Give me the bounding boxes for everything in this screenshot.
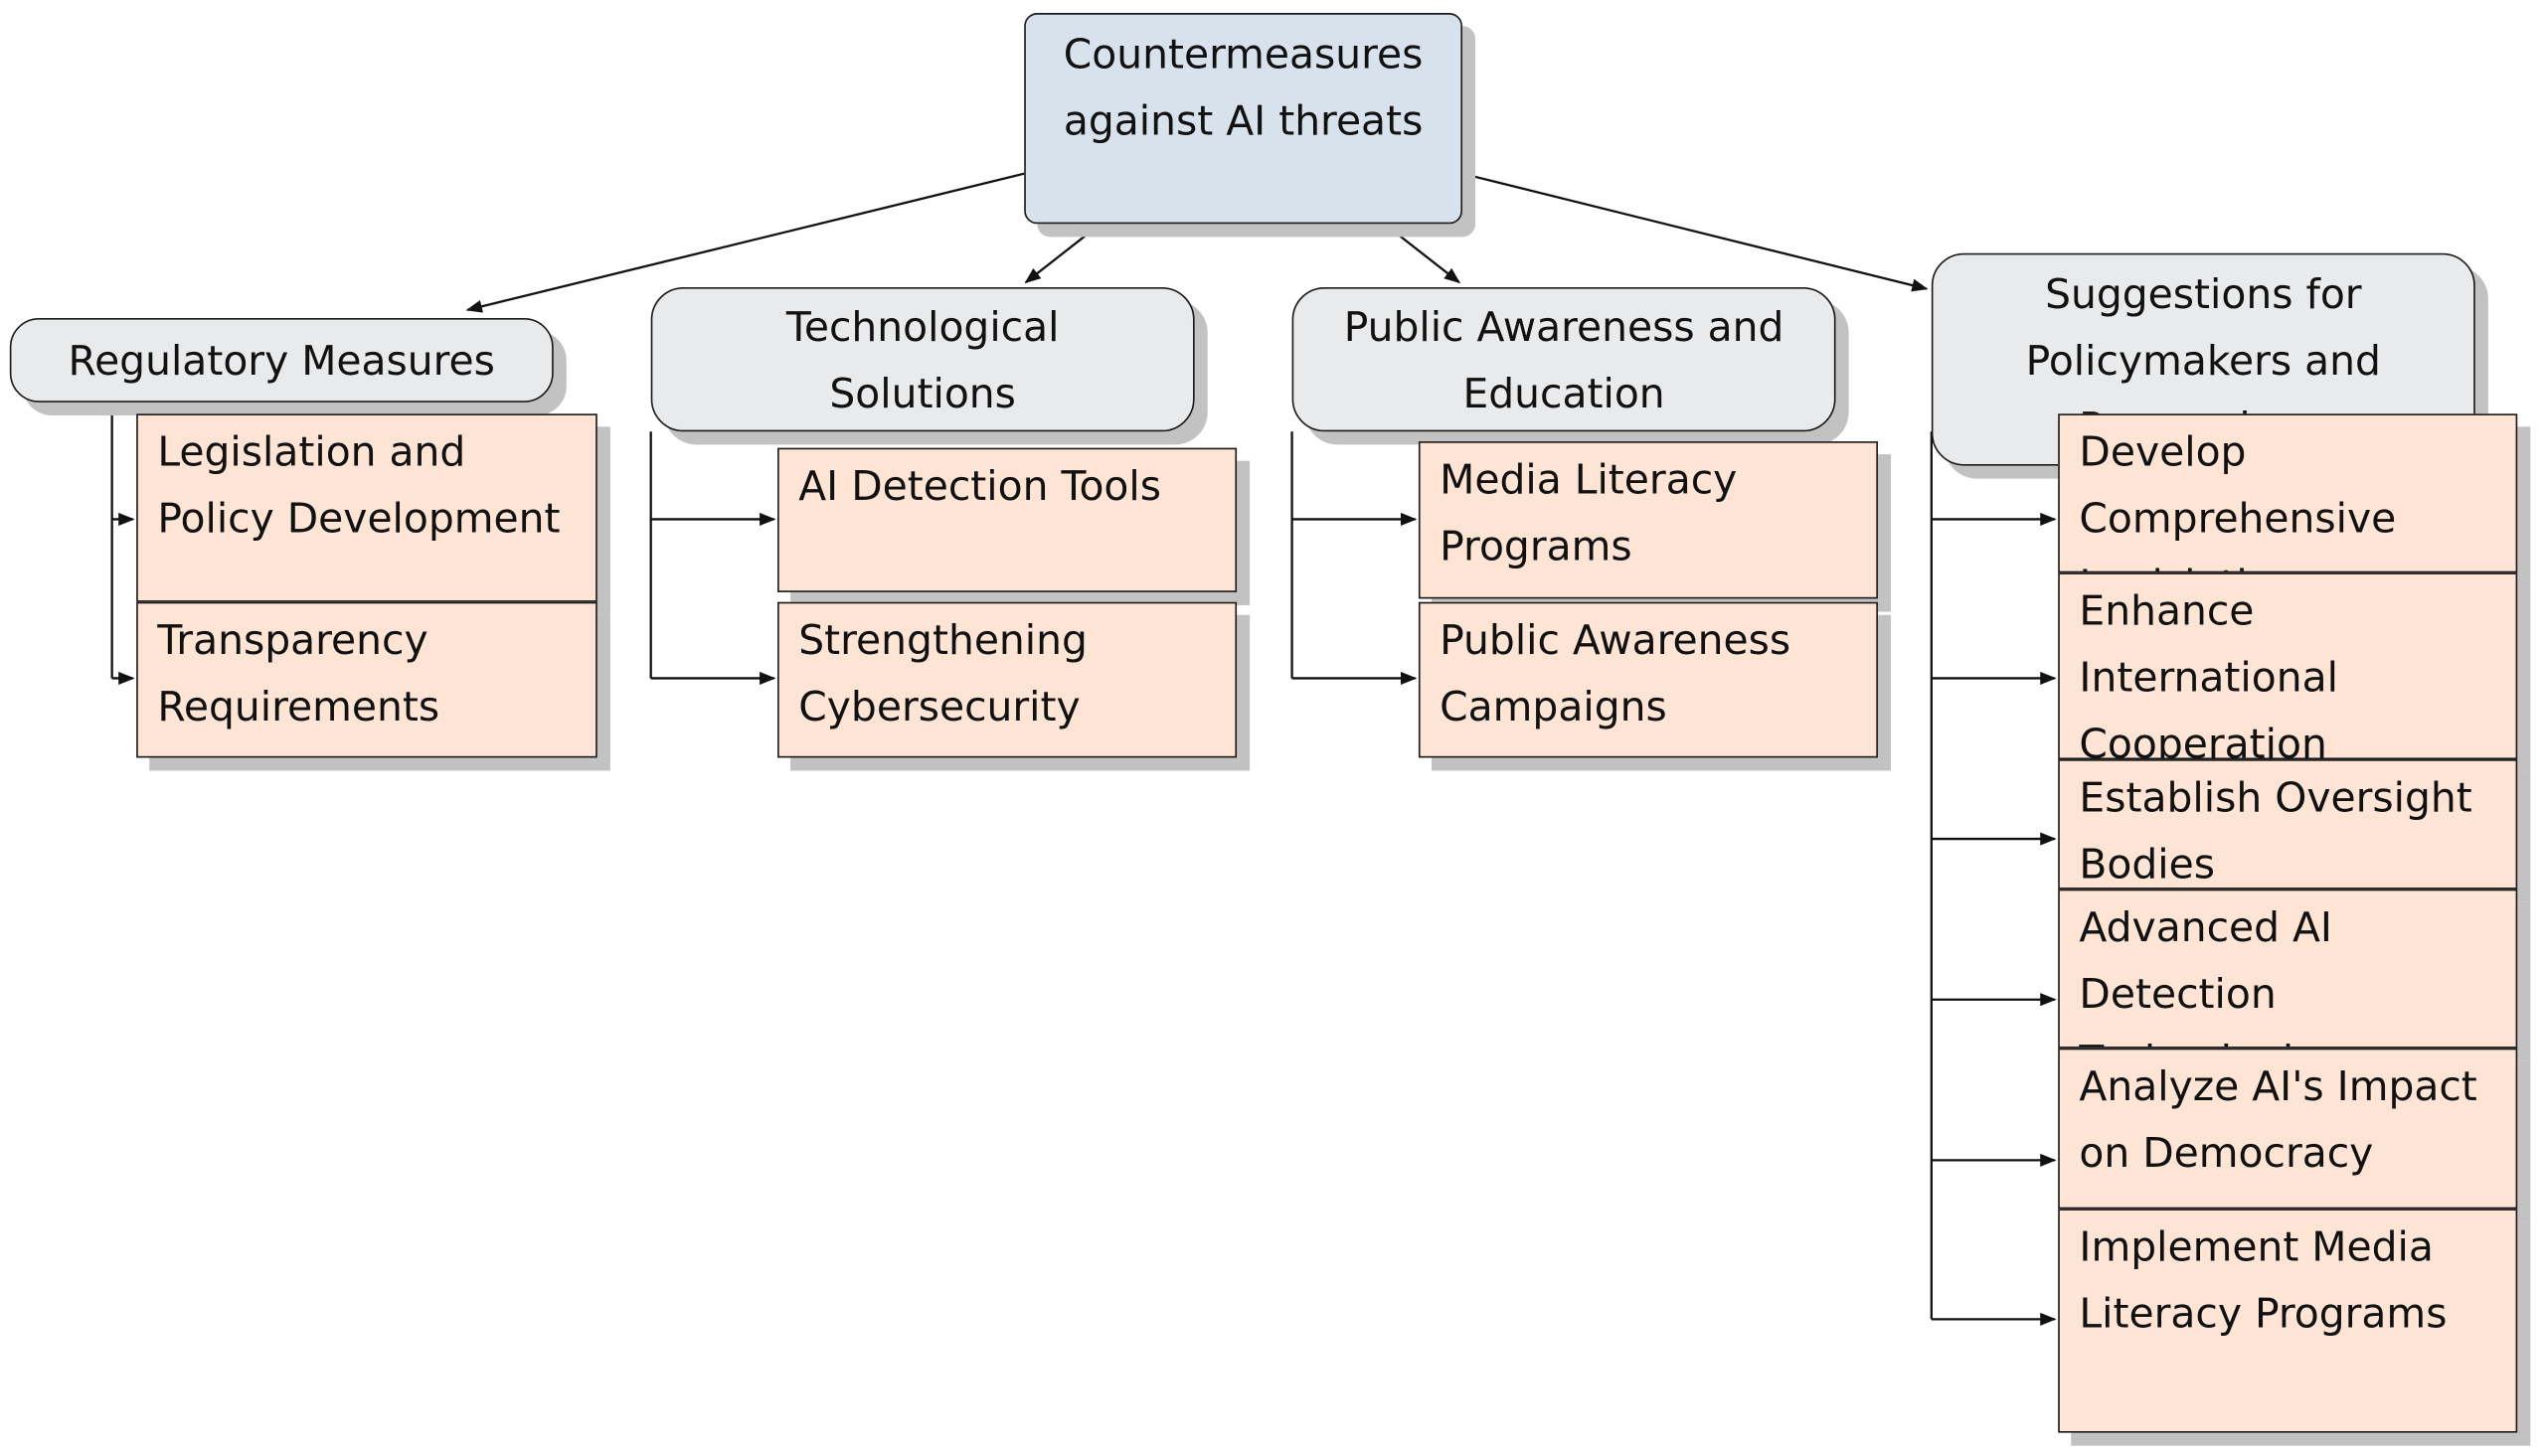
category-label: Technological Solutions xyxy=(785,302,1060,416)
edge-root-regulatory xyxy=(465,172,1025,313)
root-label: Countermeasures against AI threats xyxy=(1063,31,1424,145)
category-public-awareness: Public Awareness and Education xyxy=(1291,286,1836,432)
category-label: Suggestions for Policymakers and Researc… xyxy=(2025,270,2381,451)
leaf-label: Media Literacy Programs xyxy=(1440,455,1738,570)
leaf-transparency: Transparency Requirements xyxy=(136,601,597,758)
leaf-media-literacy: Media Literacy Programs xyxy=(1418,441,1878,599)
leaf-label: AI Detection Tools xyxy=(798,462,1162,510)
edge-root-suggestions xyxy=(1461,172,1929,292)
leaf-strengthening-cybersecurity: Strengthening Cybersecurity xyxy=(777,601,1238,758)
category-regulatory-measures: Regulatory Measures xyxy=(9,317,554,403)
leaf-label: Develop Comprehensive Legislation xyxy=(2079,428,2397,571)
leaf-label: Public Awareness Campaigns xyxy=(1440,616,1791,730)
leaf-label: Strengthening Cybersecurity xyxy=(798,616,1088,730)
edge-root-public xyxy=(1383,223,1461,284)
leaf-impact-democracy: Analyze AI's Impact on Democracy xyxy=(2058,1048,2518,1210)
leaf-label: Analyze AI's Impact on Democracy xyxy=(2079,1062,2477,1177)
category-label: Public Awareness and Education xyxy=(1343,302,1784,416)
root-node: Countermeasures against AI threats xyxy=(1024,13,1463,225)
leaf-label: Establish Oversight Bodies xyxy=(2079,773,2472,889)
edge-root-technological xyxy=(1024,223,1102,284)
leaf-label: Implement Media Literacy Programs xyxy=(2079,1223,2448,1338)
leaf-oversight-bodies: Establish Oversight Bodies xyxy=(2058,759,2518,890)
leaf-ai-detection-tools: AI Detection Tools xyxy=(777,447,1238,592)
leaf-international-cooperation: Enhance International Cooperation xyxy=(2058,572,2518,760)
leaf-legislation-policy: Legislation and Policy Development xyxy=(136,413,597,602)
category-label: Regulatory Measures xyxy=(68,336,495,385)
leaf-advanced-detection: Advanced AI Detection Technologies xyxy=(2058,889,2518,1049)
leaf-label: Enhance International Cooperation xyxy=(2079,587,2338,760)
leaf-label: Transparency Requirements xyxy=(157,616,440,730)
leaf-public-campaigns: Public Awareness Campaigns xyxy=(1418,601,1878,758)
leaf-comprehensive-legislation: Develop Comprehensive Legislation xyxy=(2058,413,2518,573)
leaf-media-literacy-programs: Implement Media Literacy Programs xyxy=(2058,1209,2518,1433)
leaf-label: Advanced AI Detection Technologies xyxy=(2079,903,2339,1047)
leaf-label: Legislation and Policy Development xyxy=(157,428,561,543)
category-technological-solutions: Technological Solutions xyxy=(650,286,1195,432)
